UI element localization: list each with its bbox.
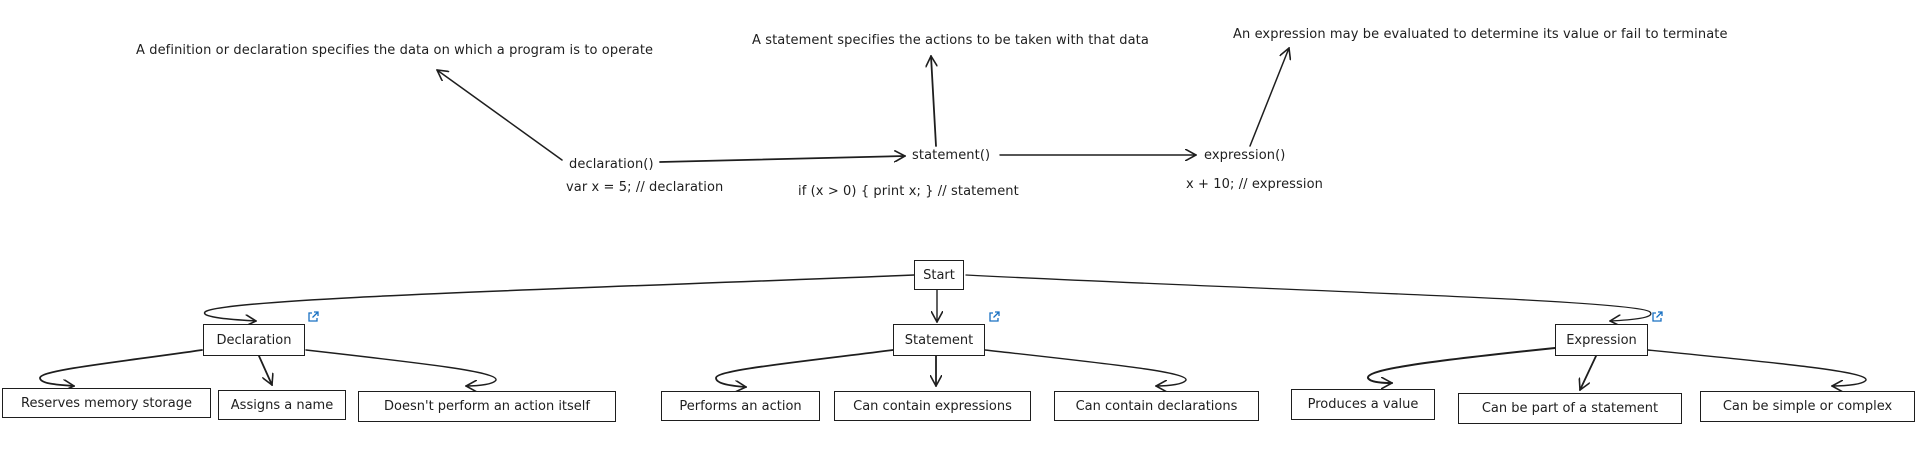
function-statement: statement() (912, 148, 991, 163)
note-statement: A statement specifies the actions to be … (752, 33, 1149, 48)
statement-child-node[interactable]: Can contain expressions (834, 391, 1031, 421)
edge-start-declaration (204, 274, 915, 321)
external-link-icon[interactable] (306, 310, 320, 324)
edge-declaration-child-2 (258, 355, 272, 385)
example-declaration: var x = 5; // declaration (566, 180, 724, 195)
declaration-child-node[interactable]: Doesn't perform an action itself (358, 391, 616, 422)
expression-child-node[interactable]: Produces a value (1291, 389, 1435, 420)
edge-declaration-child-3 (305, 349, 497, 386)
arrow-statement-to-note (931, 56, 936, 147)
arrow-declaration-to-statement (659, 156, 905, 163)
arrow-declaration-to-note (437, 70, 563, 161)
external-link-icon[interactable] (1650, 310, 1664, 324)
edge-expression-child-3 (1647, 349, 1867, 386)
expression-node[interactable]: Expression (1555, 324, 1648, 356)
example-statement: if (x > 0) { print x; } // statement (798, 184, 1019, 199)
statement-child-node[interactable]: Can contain declarations (1054, 391, 1259, 421)
edge-statement-child-1 (715, 349, 894, 387)
edge-expression-child-1 (1367, 347, 1556, 383)
note-expression: An expression may be evaluated to determ… (1233, 27, 1728, 42)
edge-expression-child-2 (1580, 355, 1597, 390)
expression-child-node[interactable]: Can be simple or complex (1700, 391, 1915, 422)
edge-declaration-child-1 (39, 349, 203, 386)
external-link-icon[interactable] (987, 310, 1001, 324)
note-declaration: A definition or declaration specifies th… (136, 43, 654, 58)
edge-statement-child-3 (984, 349, 1187, 386)
declaration-node[interactable]: Declaration (203, 324, 305, 356)
edge-start-expression (965, 274, 1652, 321)
arrow-expression-to-note (1249, 48, 1289, 147)
statement-child-node[interactable]: Performs an action (661, 391, 820, 421)
example-expression: x + 10; // expression (1186, 177, 1324, 192)
function-expression: expression() (1204, 148, 1286, 163)
declaration-child-node[interactable]: Assigns a name (218, 390, 346, 420)
statement-node[interactable]: Statement (893, 324, 985, 356)
start-node[interactable]: Start (914, 260, 964, 290)
function-declaration: declaration() (569, 157, 654, 172)
expression-child-node[interactable]: Can be part of a statement (1458, 393, 1682, 424)
declaration-child-node[interactable]: Reserves memory storage (2, 388, 211, 418)
